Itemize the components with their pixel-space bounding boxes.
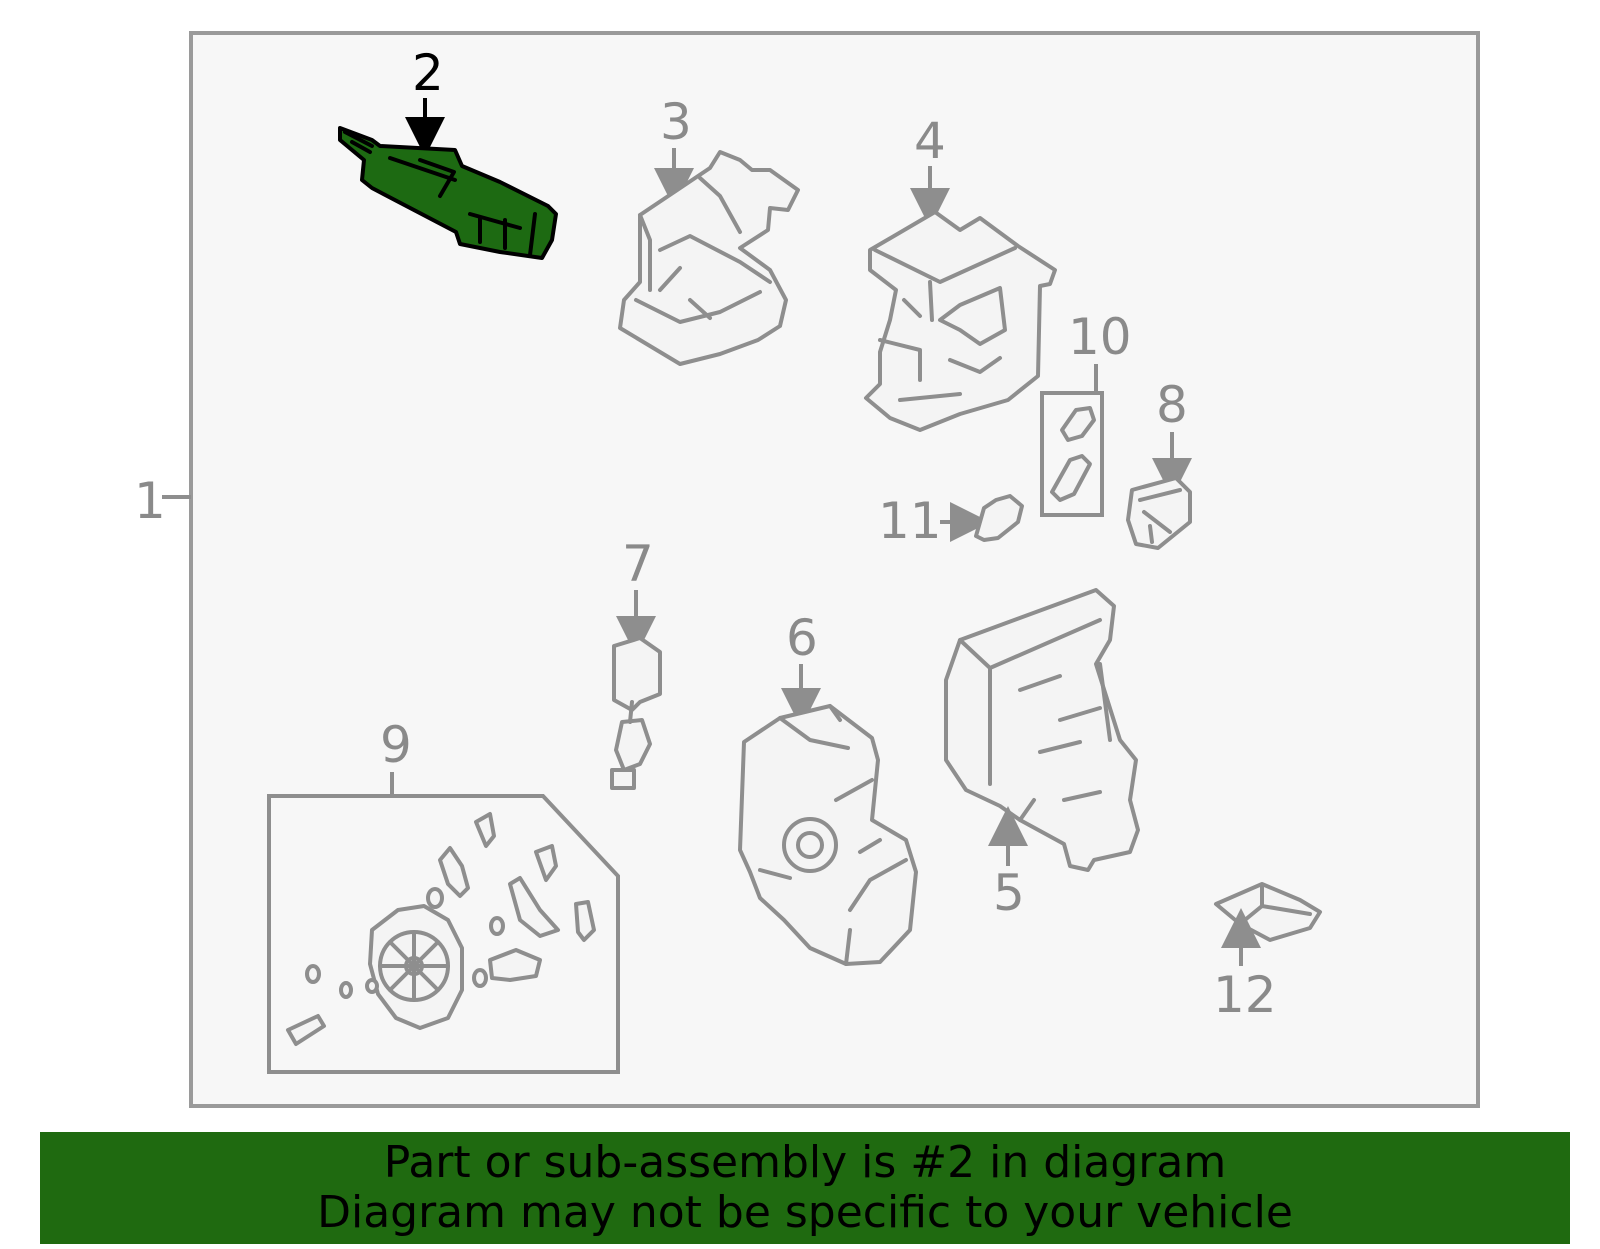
callout-10: 10: [1068, 308, 1132, 366]
callout-11: 11: [878, 492, 942, 550]
part-11-clip: [974, 494, 1024, 542]
callout-9: 9: [380, 716, 412, 774]
callout-6: 6: [786, 609, 818, 667]
banner-line-1: Part or sub-assembly is #2 in diagram: [383, 1137, 1227, 1188]
part-5-upper-case: [944, 588, 1140, 872]
callout-12: 12: [1213, 966, 1277, 1024]
part-8-resistor: [1126, 476, 1192, 550]
footer-banner: Part or sub-assembly is #2 in diagram Di…: [40, 1132, 1570, 1244]
callout-5: 5: [993, 864, 1025, 922]
part-10-bolts: [1050, 406, 1096, 502]
part-3-housing: [618, 150, 800, 366]
banner-line-2: Diagram may not be specific to your vehi…: [317, 1187, 1293, 1238]
part-4-case: [864, 210, 1057, 432]
callout-4: 4: [914, 112, 946, 170]
part-6-blower-housing: [738, 704, 918, 966]
part-9-kit: [286, 812, 596, 1046]
callout-7: 7: [622, 535, 654, 593]
part-9-kit-outline: [267, 794, 620, 1074]
part-10-bracket: [1040, 391, 1104, 517]
footer-banner-bg: [40, 1132, 1570, 1244]
callout-3: 3: [660, 93, 692, 151]
callout-8: 8: [1156, 376, 1188, 434]
callout-1: 1: [134, 472, 166, 530]
part-7-actuator: [610, 636, 662, 790]
part-2-highlighted[interactable]: [338, 126, 558, 260]
callout-2: 2: [412, 44, 444, 102]
